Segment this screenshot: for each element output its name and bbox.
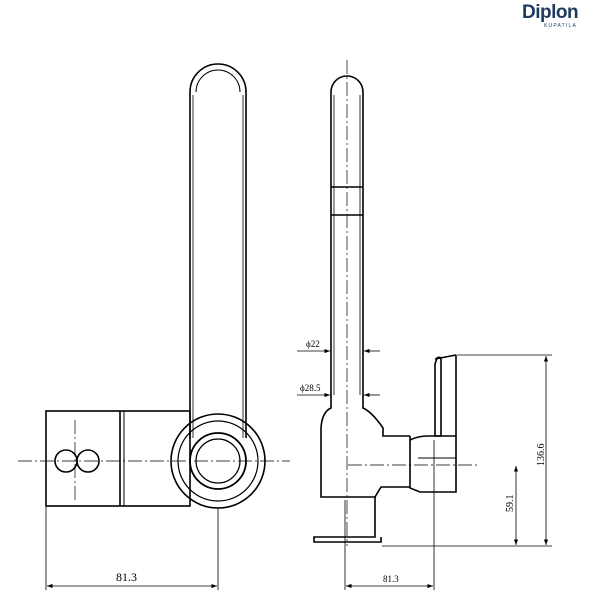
- handle-lever: [434, 356, 442, 437]
- brand-name: Diplon: [522, 2, 579, 23]
- dim-label-width: 81.3: [116, 570, 137, 584]
- handle-cartridge: [409, 435, 457, 493]
- brand-logo: Diplon KUPATILA: [522, 2, 596, 32]
- top-view: [18, 63, 290, 590]
- spout-side: [330, 75, 364, 395]
- dim-label-reach: 81.3: [383, 574, 399, 584]
- base-plate: [313, 497, 382, 543]
- mixer-body-side: [320, 395, 410, 498]
- spout-arm-inner-curve: [195, 69, 241, 93]
- lever-top: [434, 354, 457, 360]
- dim-label-spout-diameter: ϕ22: [306, 339, 320, 349]
- side-view: [297, 60, 552, 590]
- dim-label-base-diameter: ϕ28.5: [300, 383, 321, 393]
- dim-label-total-height: 136.6: [536, 444, 547, 467]
- mixer-body-block: [45, 410, 191, 507]
- spout-arm-top: [189, 63, 247, 438]
- control-knob-2: [76, 449, 100, 473]
- mixer-body-right: [362, 395, 410, 437]
- brand-tagline: KUPATILA: [544, 23, 578, 29]
- dim-label-handle-height: 59.1: [505, 495, 516, 513]
